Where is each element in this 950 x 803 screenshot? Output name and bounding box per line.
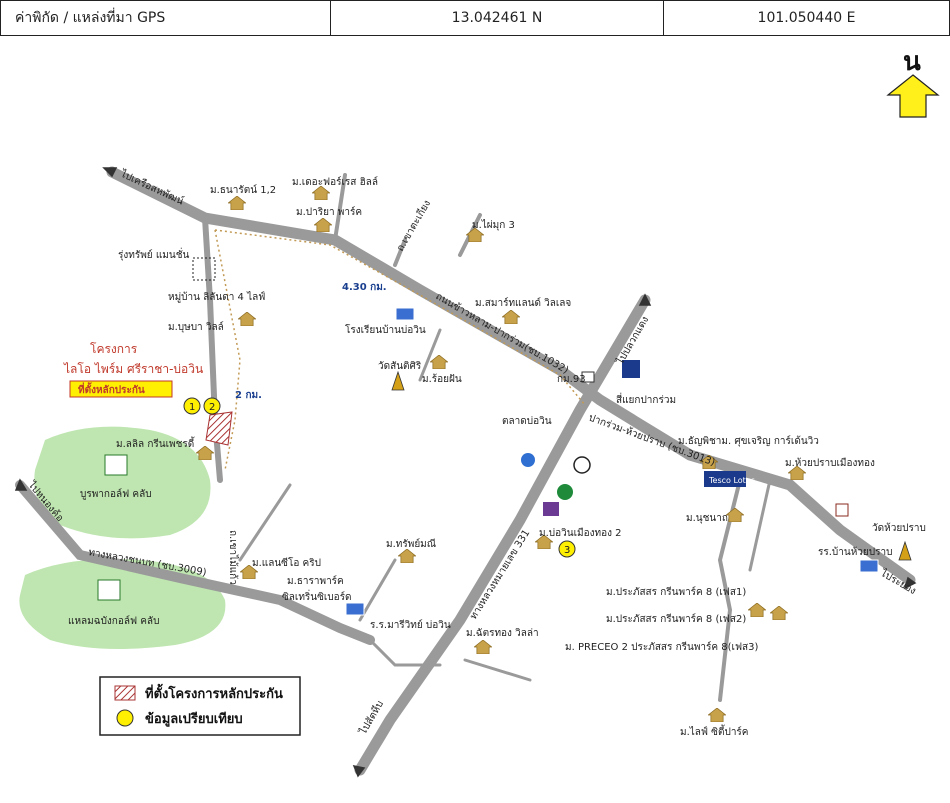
gps-label: ค่าพิกัด / แหล่งที่มา GPS — [1, 1, 331, 35]
bank-kasikorn-icon — [557, 484, 573, 500]
store-icon — [835, 503, 849, 517]
house-icon — [726, 508, 744, 522]
school-huaiprap-icon — [859, 559, 879, 573]
label-pra1: ม.ประภัสสร กรีนพาร์ค 8 (เฟส1) — [606, 586, 746, 598]
legend-site-label: ที่ตั้งโครงการหลักประกัน — [145, 683, 283, 702]
golf-area-burapha — [34, 426, 211, 539]
label-wat-santisiri: วัดสันติศิริ — [378, 361, 422, 372]
label-nutchana: ม.นุชนาถ — [686, 513, 728, 524]
label-golf-laemchabang: แหลมฉบังกอล์ฟ คลับ — [68, 615, 159, 627]
house-icon — [474, 640, 492, 654]
distance-2: 2 กม. — [235, 390, 262, 401]
golf-icon — [104, 454, 128, 476]
lotus-store-icon — [704, 471, 746, 487]
label-rr-mariwit: ร.ร.มารีวิทย์ บ่อวิน — [370, 619, 451, 631]
label-wat-huaiprap: วัดห้วยปราบ — [872, 522, 926, 534]
project-name: ไลโอ ไพร์ม ศรีราชา-บ่อวิน — [63, 362, 203, 376]
arrow-nongkho-icon — [14, 478, 28, 491]
label-pra3: ม. PRECEO 2 ประภัสสร กรีนพาร์ค 8(เฟส3) — [565, 641, 759, 653]
label-smart: ม.สมาร์ทแลนด์ วิลเลจ — [475, 297, 571, 309]
legend-site-swatch — [114, 685, 136, 701]
label-phaiphuk: ม.ไผ่มุก 3 — [472, 219, 515, 231]
house-icon — [238, 312, 256, 326]
label-bowin-muang: ม.บ่อวินเมืองทอง 2 — [539, 527, 622, 539]
gps-latitude: 13.042461 N — [331, 1, 664, 35]
project-marker-box — [69, 380, 173, 398]
temple-huaiprap-icon — [898, 540, 912, 561]
road-network — [15, 166, 916, 776]
compare-point-3 — [558, 540, 576, 558]
lotus-store-label: Tesco Lotus — [708, 476, 755, 485]
label-school-huaiprap: รร.บ้านห้วยปราบ — [818, 546, 892, 558]
label-lalin: ม.ลลิล กรีนเพชรดี้ — [116, 436, 195, 450]
compare-point-1 — [183, 397, 201, 415]
rungsap-outline — [192, 257, 216, 281]
label-km93: กม.93 — [557, 374, 586, 385]
label-thara: ม.ธาราพาร์ค — [287, 575, 344, 587]
highway-331-label: ทางหลวงหมายเลข 331 — [468, 528, 532, 622]
gps-longitude: 101.050440 E — [757, 10, 856, 26]
bank-scbviolet-icon — [543, 502, 559, 516]
house-icon — [314, 218, 332, 232]
label-pariya: ม.ปาริยา พาร์ค — [296, 206, 362, 218]
label-chatthong: ม.ฉัตรทอง วิลล่า — [466, 628, 539, 639]
label-roiyan: ม.ร้อยฝัน — [422, 373, 462, 385]
label-huaiprap-muang: ม.ห้วยปราบเมืองทอง — [785, 457, 875, 469]
label-pra2: ม.ประภัสสร กรีนพาร์ค 8 (เฟส2) — [606, 613, 746, 625]
road-khaoyai-label: ถ.เขาไม้แก้ว — [227, 530, 239, 585]
house-icon — [708, 708, 726, 722]
legend-compare-swatch — [116, 709, 134, 727]
compare-point-1-label: 1 — [189, 402, 195, 413]
label-lansio: ม.แลนซีโอ คริป — [252, 556, 321, 569]
arrow-sattahip-icon — [352, 764, 366, 778]
dotted-route — [214, 229, 586, 471]
legend-compare-label: ข้อมูลเปรียบเทียบ — [145, 711, 243, 727]
label-city: ซิลเทริ่นซิเบอร์ด — [282, 589, 352, 603]
north-label: น — [903, 47, 921, 77]
compare-point-2-label: 2 — [209, 402, 215, 413]
gps-header: ค่าพิกัด / แหล่งที่มา GPS 13.042461 N 10… — [0, 0, 950, 36]
golf-icon — [97, 579, 121, 601]
house-icon — [312, 186, 330, 200]
label-talat-bowin: ตลาดบ่อวิน — [502, 416, 552, 427]
label-thanawat: ม.ธนารัตน์ 1,2 — [210, 184, 276, 196]
label-lidanta: หมู่บ้าน ลิลันดา 4 ไลฟ์ — [168, 291, 265, 303]
label-bussaba: ม.บุษบา วิลล์ — [168, 321, 224, 333]
house-icon — [770, 606, 788, 620]
house-icon — [502, 310, 520, 324]
arrow-kriangkrai-icon — [102, 167, 118, 178]
arrow-rayong-icon — [903, 576, 917, 590]
label-school-bowin: โรงเรียนบ้านบ่อวิน — [345, 323, 426, 336]
label-golf-burapha: บูรพากอล์ฟ คลับ — [80, 488, 152, 500]
school-bowin-icon — [395, 307, 415, 321]
label-life-city: ม.ไลฟ์ ซิตี้ปาร์ค — [680, 724, 749, 738]
arrow-pluakdaeng-icon — [638, 293, 652, 306]
km93-icon — [581, 371, 595, 383]
road-to-kriangkrai: ไปเครือสหพัฒน์ — [118, 167, 186, 207]
temple-santisiri-icon — [391, 370, 405, 391]
bank-scb-icon — [573, 456, 591, 474]
label-thapphimani: ม.ทรัพย์มณี — [386, 538, 436, 550]
label-sayaek: สี่แยกปากร่วม — [616, 392, 676, 406]
house-icon — [196, 446, 214, 460]
project-site-marker — [205, 411, 233, 446]
compare-point-3-label: 3 — [564, 545, 570, 556]
house-icon — [398, 549, 416, 563]
project-title: โครงการ — [90, 342, 138, 356]
compare-point-2 — [203, 397, 221, 415]
distance-4-30: 4.30 กม. — [342, 282, 387, 293]
road-taongam-label: ถ.เขาตะเกียง — [394, 198, 433, 254]
house-icon — [228, 196, 246, 210]
school-mariwit-icon — [345, 602, 365, 616]
bank-krungthai-icon — [521, 453, 535, 467]
bank-icon — [622, 360, 640, 378]
label-rungsap: รุ่งทรัพย์ แมนชั่น — [118, 247, 190, 261]
label-the-forest: ม.เดอะฟอร์เรส ฮิลล์ — [292, 176, 378, 188]
north-arrow-icon — [886, 74, 940, 118]
house-icon — [748, 603, 766, 617]
label-thanyapisan: ม.ธัญพิชาม. ศุขเจริญ การ์เด้นวิว — [678, 435, 819, 447]
house-icon — [430, 355, 448, 369]
project-marker-label: ที่ตั้งหลักประกัน — [78, 382, 145, 396]
